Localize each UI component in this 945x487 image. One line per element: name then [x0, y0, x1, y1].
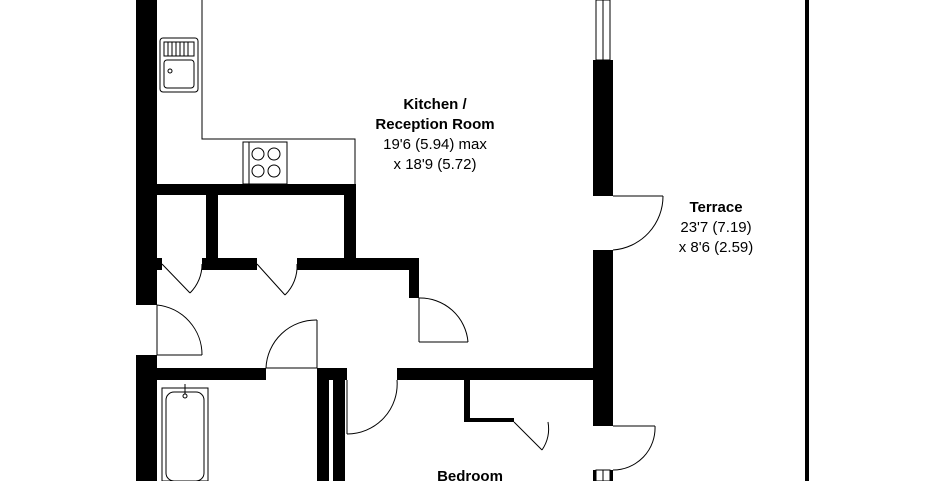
- wall-terrace-right: [805, 0, 809, 481]
- kitchen-label: Kitchen / Reception Room 19'6 (5.94) max…: [350, 95, 520, 175]
- hob-icon: [242, 141, 288, 185]
- door-bedroom: [346, 379, 398, 435]
- bathtub-icon: [161, 384, 209, 481]
- wall-bath-bed-divider: [317, 368, 329, 481]
- doors: [156, 195, 664, 471]
- terrace-name: Terrace: [689, 199, 743, 216]
- wall-left-upper: [136, 0, 157, 305]
- wall-hall-top-b: [202, 258, 257, 270]
- bedroom-label: Bedroom: [410, 467, 530, 487]
- wall-wardrobe-bottom: [464, 418, 514, 422]
- door-entrance: [156, 304, 203, 356]
- wall-bed-top-right: [397, 368, 612, 380]
- wall-window-side-a: [593, 60, 613, 196]
- kitchen-dim-line1: 19'6 (5.94) max: [383, 136, 487, 153]
- terrace-dim-line1: 23'7 (7.19): [680, 219, 752, 236]
- bedroom-name: Bedroom: [437, 468, 503, 485]
- wall-hall-right-post: [409, 258, 419, 298]
- door-kitchen: [418, 297, 469, 343]
- wall-hall-top-c: [297, 258, 419, 270]
- door-wardrobe: [513, 421, 550, 451]
- door-terrace-kitchen: [612, 195, 664, 251]
- terrace-label: Terrace 23'7 (7.19) x 8'6 (2.59): [656, 198, 776, 258]
- wall-bed-inner: [333, 380, 345, 481]
- wall-kitchen-bottom: [136, 184, 356, 195]
- door-cupboard-2: [256, 263, 298, 296]
- wall-window-side-b: [593, 250, 613, 426]
- door-cupboard-1: [161, 263, 203, 294]
- kitchen-name-line1: Kitchen /: [403, 96, 467, 113]
- wall-cupboard-divider: [206, 184, 218, 259]
- kitchen-dim-line2: x 18'9 (5.72): [393, 156, 477, 173]
- door-terrace-bedroom: [612, 425, 656, 471]
- wall-bath-top: [136, 368, 266, 380]
- wall-cupboard-right: [344, 184, 356, 259]
- terrace-dim-line2: x 8'6 (2.59): [678, 239, 754, 256]
- kitchen-worktop: [201, 0, 356, 184]
- windows: [595, 0, 611, 481]
- wall-wardrobe-left: [464, 380, 470, 422]
- door-bathroom: [265, 319, 318, 369]
- wall-hall-top-a: [157, 258, 162, 270]
- wall-left-lower: [136, 355, 157, 481]
- sink-icon: [159, 37, 199, 93]
- kitchen-name-line2: Reception Room: [375, 116, 495, 133]
- walls: [136, 0, 809, 481]
